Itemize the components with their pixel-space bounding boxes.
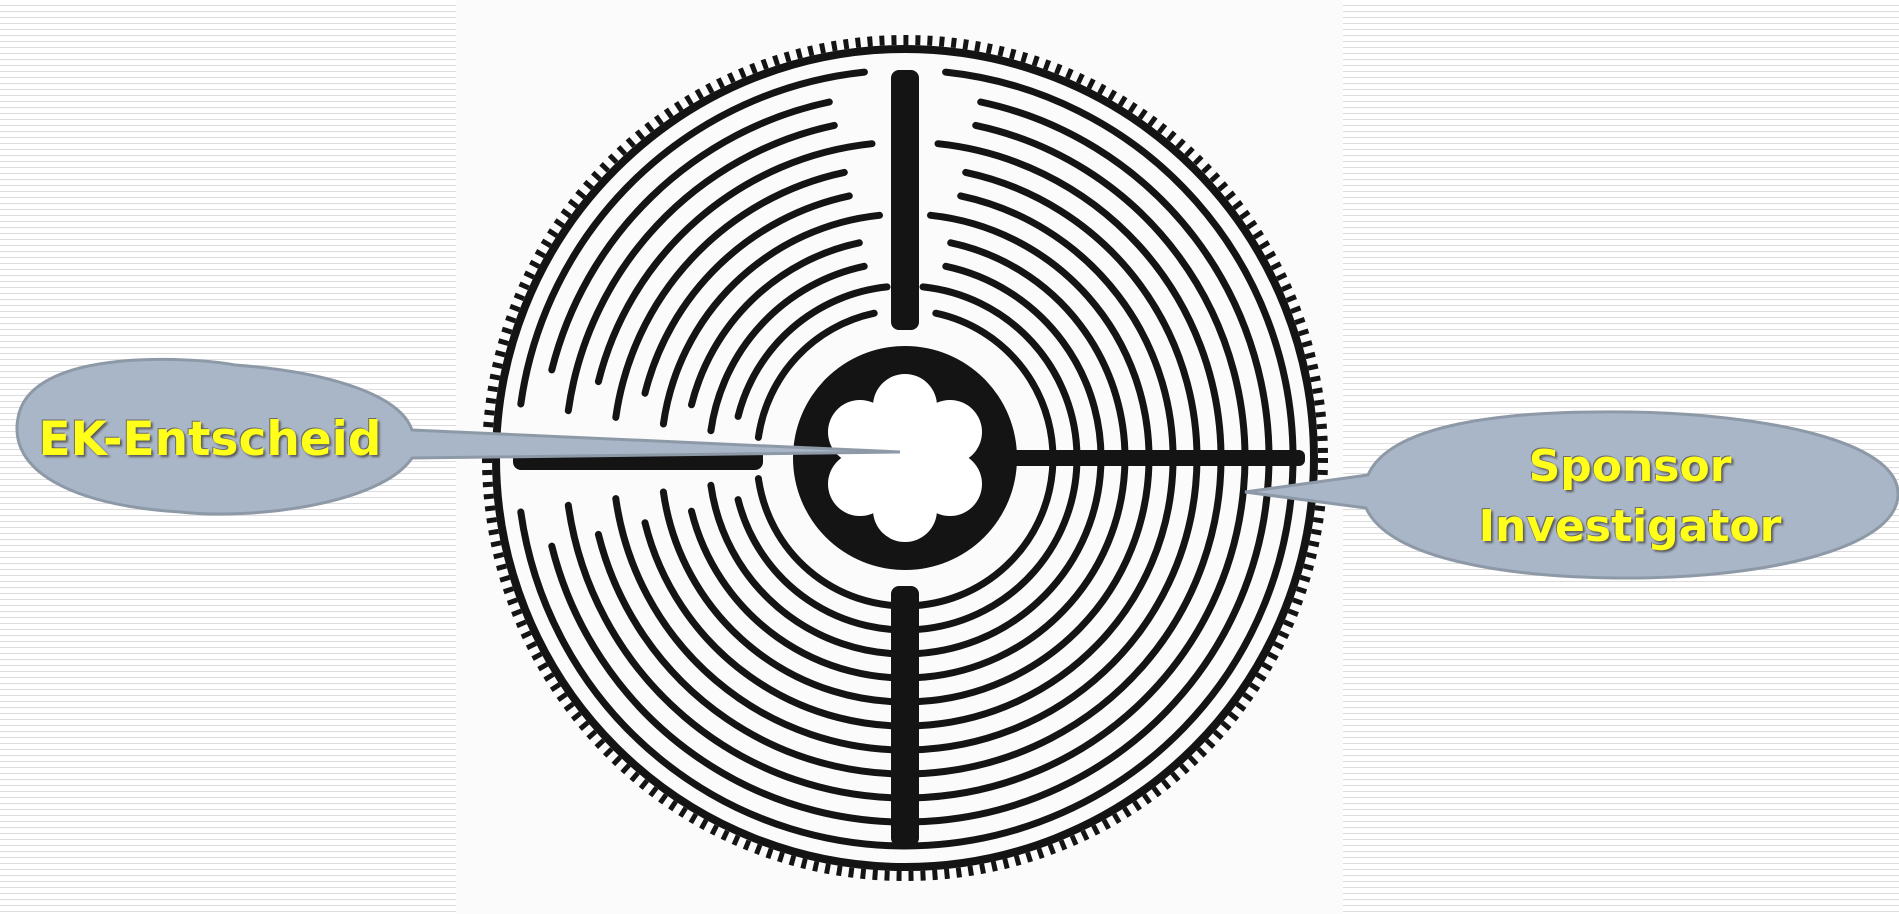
investigator-label: Investigator [1420,497,1840,557]
ek-entscheid-label: EK-Entscheid [39,412,382,467]
maze-spine-bottom [891,586,919,846]
sponsor-label: Sponsor [1420,437,1840,497]
labyrinth-maze [487,40,1323,876]
callout-label-right: Sponsor Investigator [1420,437,1840,557]
maze-wall-arc [645,196,849,393]
rosette-center [861,414,949,502]
callout-label-left: EK-Entscheid [20,412,400,468]
maze-spine-top [891,70,919,330]
maze-wall-arc [521,72,865,404]
